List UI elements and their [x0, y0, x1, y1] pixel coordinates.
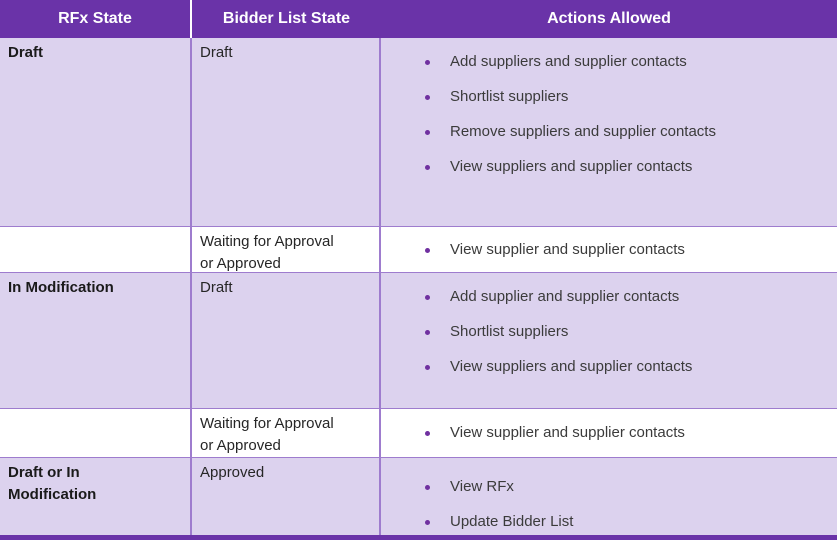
action-label: Update Bidder List: [450, 513, 574, 530]
actions-cell: View supplier and supplier contacts: [381, 227, 837, 272]
bullet-icon: [425, 60, 430, 65]
rfx-state-cell: In Modification: [0, 273, 192, 408]
rfx-state-value: Draft or In Modification: [8, 464, 97, 503]
bidder-list-state-cell: Draft: [192, 273, 381, 408]
rfx-state-cell: [0, 227, 192, 272]
action-label: View suppliers and supplier contacts: [450, 158, 693, 175]
action-item: Remove suppliers and supplier contacts: [425, 122, 837, 142]
bullet-icon: [425, 365, 430, 370]
rfx-state-cell: Draft or In Modification: [0, 458, 192, 535]
bullet-icon: [425, 165, 430, 170]
action-label: Add suppliers and supplier contacts: [450, 53, 687, 70]
action-item: Add supplier and supplier contacts: [425, 287, 837, 307]
bidder-list-state-value: Waiting for Approval or Approved: [200, 233, 334, 272]
table-row: Waiting for Approval or Approved View su…: [0, 227, 837, 273]
bullet-icon: [425, 247, 430, 253]
action-label: View supplier and supplier contacts: [450, 424, 685, 441]
bidder-list-state-cell: Approved: [192, 458, 381, 535]
bullet-icon: [425, 295, 430, 300]
bidder-list-state-value: Draft: [200, 44, 233, 61]
bidder-list-state-value: Draft: [200, 279, 233, 296]
bidder-list-state-value: Approved: [200, 464, 265, 481]
actions-list: View supplier and supplier contacts: [381, 240, 685, 260]
action-item: View supplier and supplier contacts: [425, 240, 685, 260]
actions-list: Add suppliers and supplier contacts Shor…: [381, 38, 837, 177]
bidder-list-state-cell: Waiting for Approval or Approved: [192, 227, 381, 272]
action-item: View RFx: [425, 477, 837, 497]
actions-list: View supplier and supplier contacts: [381, 423, 685, 443]
table-row: Waiting for Approval or Approved View su…: [0, 409, 837, 458]
actions-list: View RFx Update Bidder List: [381, 458, 837, 532]
rfx-state-cell: [0, 409, 192, 457]
table-row: In Modification Draft Add supplier and s…: [0, 273, 837, 409]
action-item: Add suppliers and supplier contacts: [425, 52, 837, 72]
action-label: Add supplier and supplier contacts: [450, 288, 680, 305]
actions-list: Add supplier and supplier contacts Short…: [381, 273, 837, 377]
bidder-list-state-cell: Waiting for Approval or Approved: [192, 409, 381, 457]
table-bottom-border: [0, 535, 837, 540]
action-label: Shortlist suppliers: [450, 88, 569, 105]
column-header-rfx-state: RFx State: [0, 0, 192, 38]
action-label: View RFx: [450, 478, 514, 495]
bullet-icon: [425, 485, 430, 490]
action-item: View suppliers and supplier contacts: [425, 157, 837, 177]
action-item: View suppliers and supplier contacts: [425, 357, 837, 377]
action-item: View supplier and supplier contacts: [425, 423, 685, 443]
action-label: View suppliers and supplier contacts: [450, 358, 693, 375]
actions-cell: Add suppliers and supplier contacts Shor…: [381, 38, 837, 226]
rfx-state-cell: Draft: [0, 38, 192, 226]
action-label: View supplier and supplier contacts: [450, 240, 685, 258]
bullet-icon: [425, 520, 430, 525]
action-label: Remove suppliers and supplier contacts: [450, 123, 716, 140]
rfx-state-value: In Modification: [8, 279, 114, 296]
bullet-icon: [425, 330, 430, 335]
column-header-bidder-list-state: Bidder List State: [222, 10, 351, 27]
table-row: Draft or In Modification Approved View R…: [0, 458, 837, 535]
table-row: Draft Draft Add suppliers and supplier c…: [0, 38, 837, 227]
bidder-list-state-value: Waiting for Approval or Approved: [200, 415, 334, 454]
bullet-icon: [425, 431, 430, 436]
action-item: Shortlist suppliers: [425, 322, 837, 342]
actions-cell: View RFx Update Bidder List: [381, 458, 837, 535]
action-item: Update Bidder List: [425, 512, 837, 532]
bidder-list-state-cell: Draft: [192, 38, 381, 226]
action-item: Shortlist suppliers: [425, 87, 837, 107]
column-header-actions-allowed: Actions Allowed: [547, 10, 671, 27]
bullet-icon: [425, 95, 430, 100]
rfx-state-value: Draft: [8, 44, 44, 61]
bullet-icon: [425, 130, 430, 135]
actions-cell: Add supplier and supplier contacts Short…: [381, 273, 837, 408]
actions-cell: View supplier and supplier contacts: [381, 409, 837, 457]
table-header-row: RFx State Bidder List State Actions Allo…: [0, 0, 837, 38]
action-label: Shortlist suppliers: [450, 323, 569, 340]
